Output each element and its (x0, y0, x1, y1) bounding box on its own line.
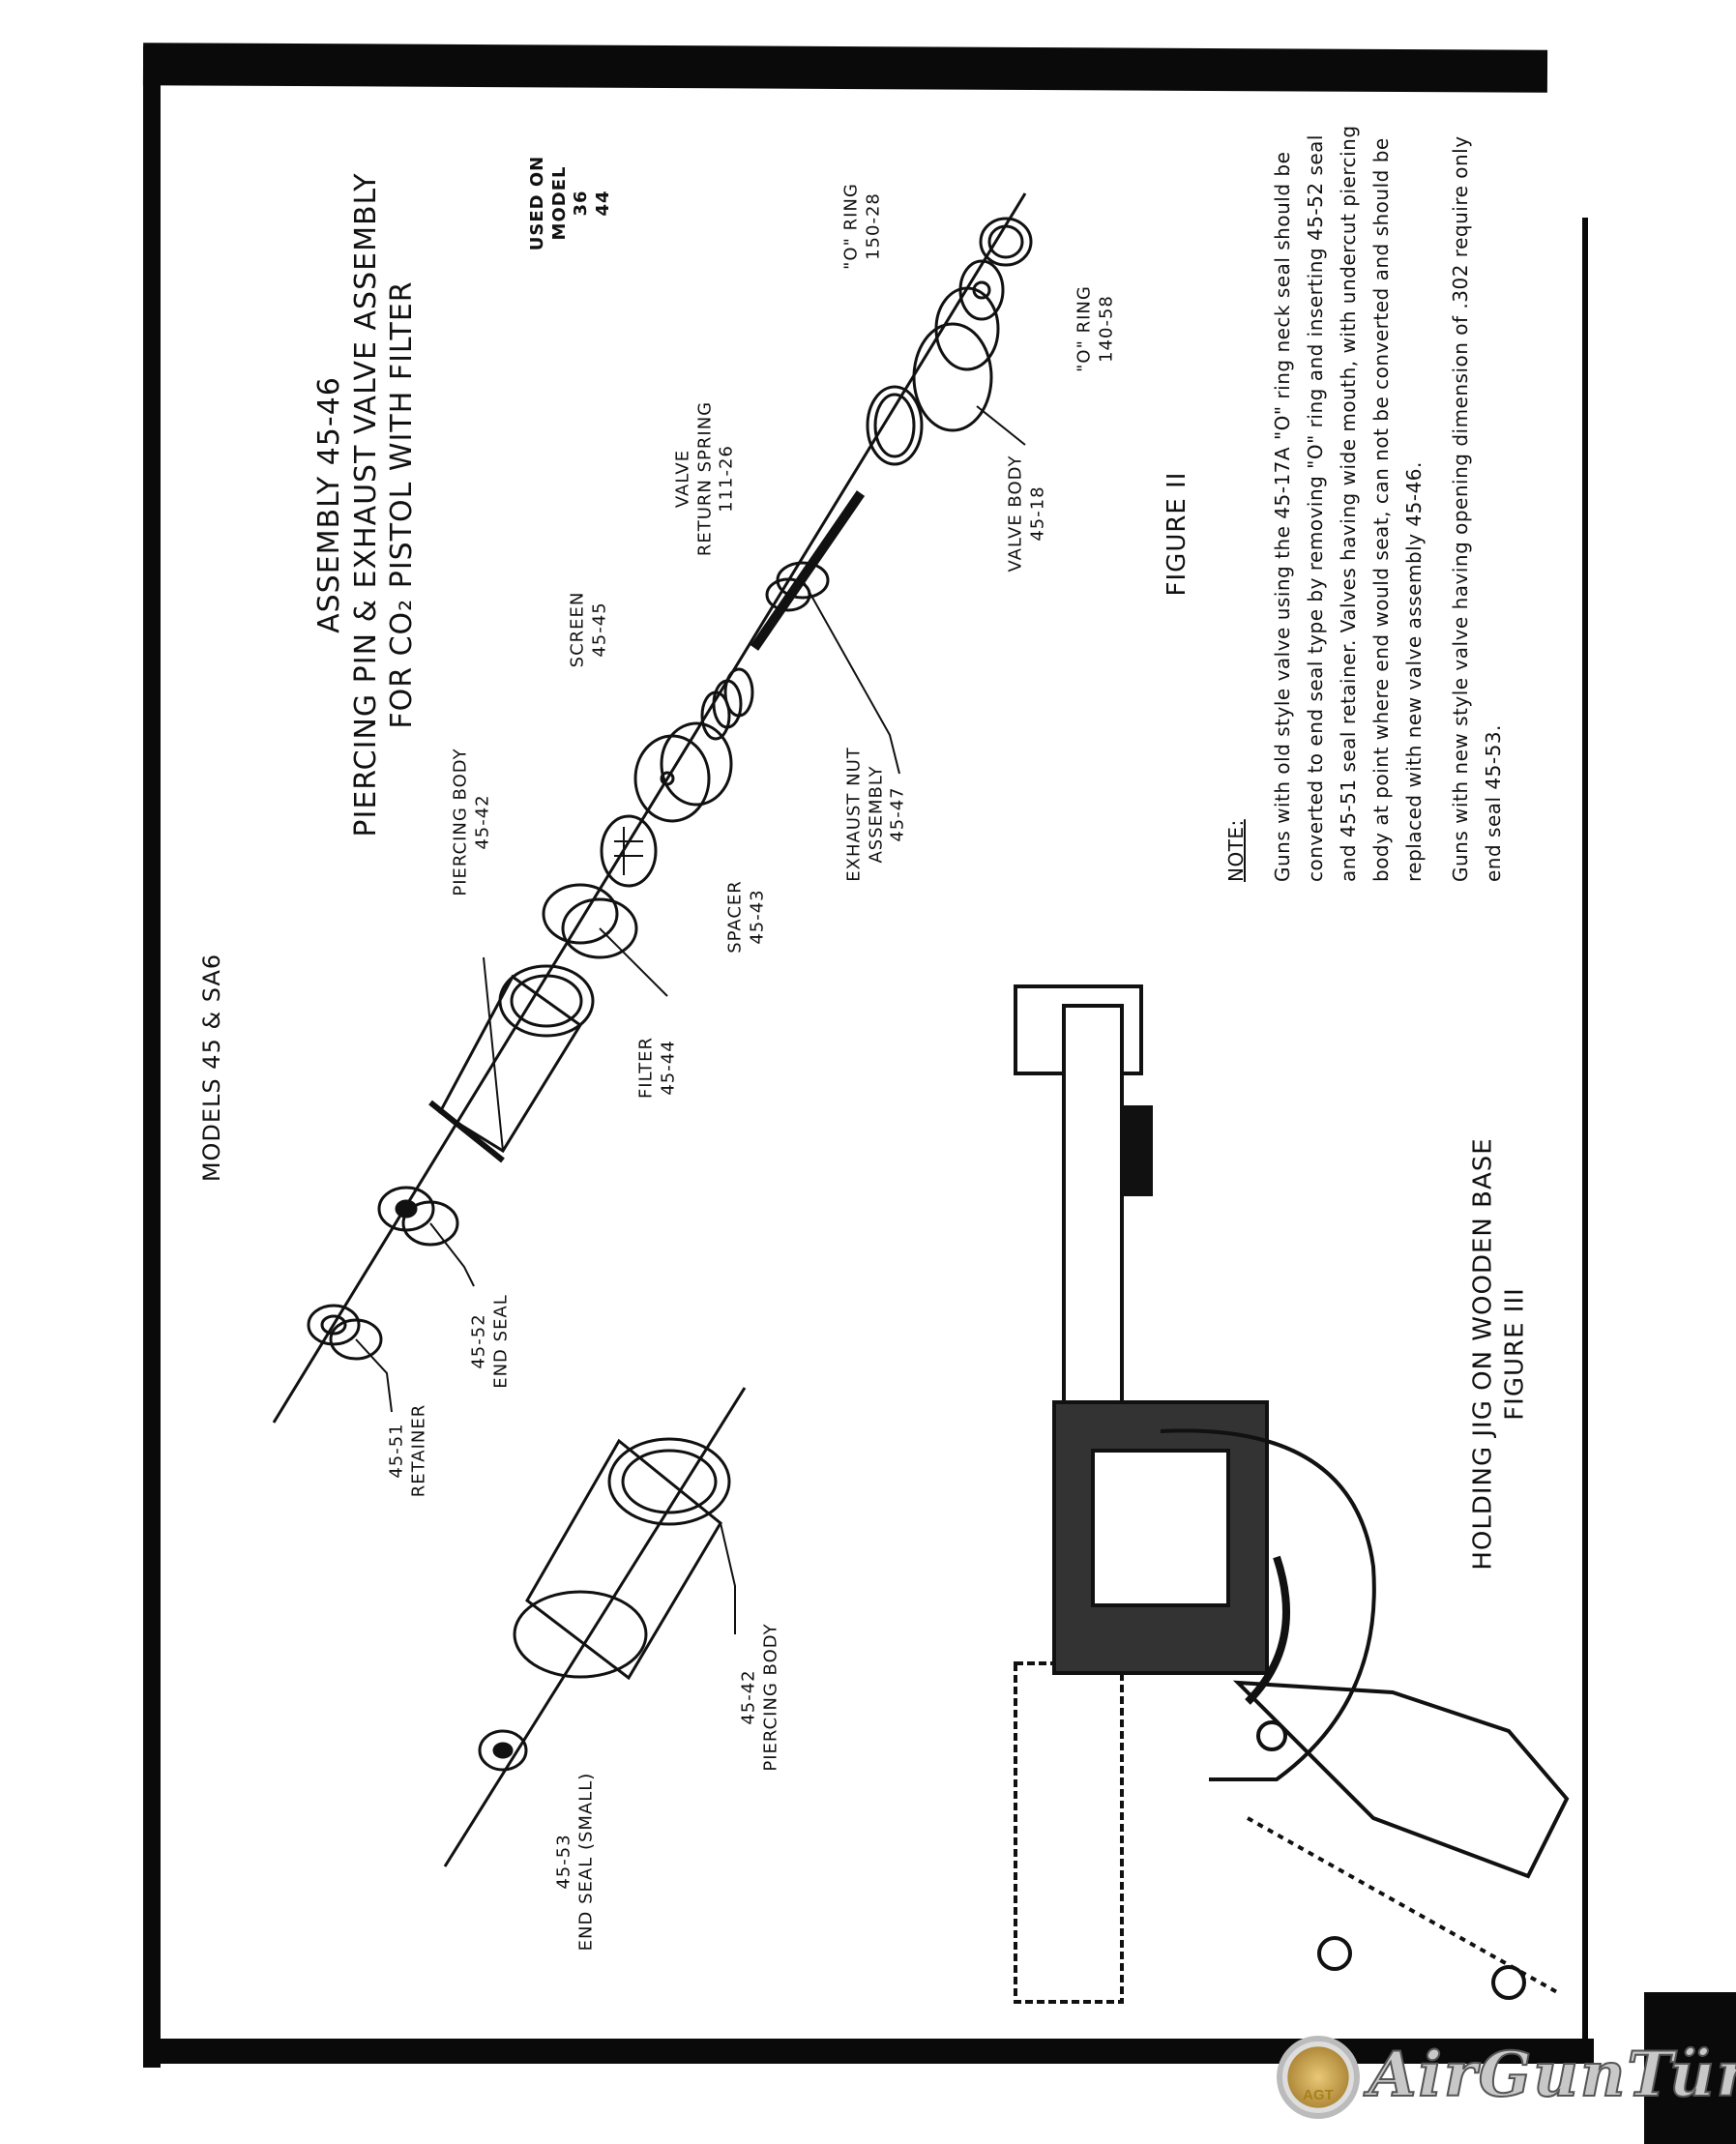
lower-piercing-body (513, 1437, 731, 1681)
figure-2-label: FIGURE II (1162, 471, 1192, 597)
used-on-model: USED ON MODEL 36 44 (527, 156, 614, 250)
spring-part (700, 667, 754, 741)
page-edge-right (1644, 1992, 1736, 2144)
note-block: NOTE: Guns with old style valve using th… (1220, 118, 1523, 882)
lower-axis-line (443, 1387, 747, 1867)
note-paragraph-2: Guns with new style valve having opening… (1449, 135, 1505, 882)
end-seal-small-part (478, 1729, 528, 1772)
piercing-body-part (428, 964, 595, 1163)
filter-part (542, 883, 638, 959)
title-line-1: ASSEMBLY 45-46 (311, 376, 346, 633)
logo-text: AirGunTürk (1368, 2038, 1736, 2112)
model-number: 36 (571, 190, 591, 217)
frame-left (143, 46, 161, 2068)
figure-3-label: FIGURE III (1500, 1287, 1529, 1421)
model-label: MODEL (548, 165, 570, 241)
end-seal-part (377, 1186, 459, 1247)
note-paragraph-1: Guns with old style valve using the 45-1… (1271, 125, 1426, 882)
assembly-axis-line (272, 192, 1027, 1424)
frame-right (1582, 218, 1588, 2055)
models-heading: MODELS 45 & SA6 (198, 953, 225, 1183)
note-heading: NOTE: (1224, 819, 1248, 882)
retainer-part (307, 1304, 383, 1361)
o-ring-140-58 (979, 217, 1033, 267)
agt-badge-icon: AGT (1277, 2036, 1360, 2119)
title-line-3: FOR CO₂ PISTOL WITH FILTER (384, 280, 419, 729)
watermark-logo: AGT AirGunTürk (1277, 2031, 1736, 2128)
used-on-label: USED ON (527, 155, 547, 251)
exhaust-nut-part (750, 490, 866, 651)
figure-3-caption: HOLDING JIG ON WOODEN BASE FIGURE III (1468, 1137, 1531, 1570)
title-line-2: PIERCING PIN & EXHAUST VALVE ASSEMBLY (348, 172, 383, 837)
assembly-title: ASSEMBLY 45-46 PIERCING PIN & EXHAUST VA… (311, 172, 421, 837)
figure-3-title: HOLDING JIG ON WOODEN BASE (1468, 1137, 1498, 1571)
screen-part (600, 814, 658, 888)
model-number: 44 (592, 190, 613, 217)
o-ring-150-28 (866, 385, 924, 466)
valve-body-part (912, 259, 1005, 432)
spacer-part (633, 721, 733, 823)
holding-jig-drawing (1014, 984, 1570, 2004)
